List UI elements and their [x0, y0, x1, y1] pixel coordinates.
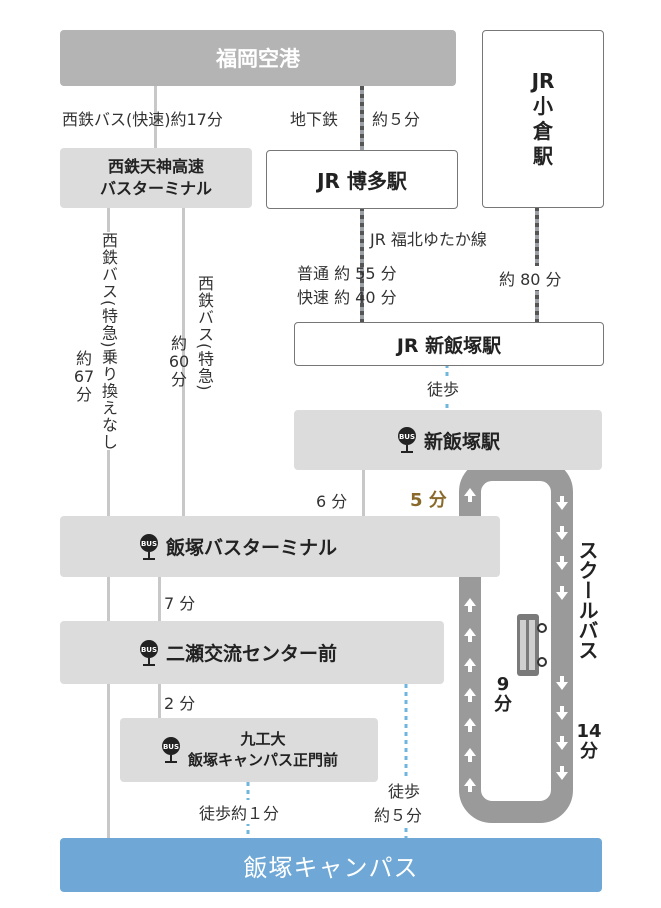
jr-shin-iizuka-box: JR 新飯塚駅 [294, 322, 604, 366]
jr-kokura-box: JR 小 倉 駅 [482, 30, 604, 208]
label-six-min: 6 分 [316, 492, 348, 511]
label-seven-min: 7 分 [164, 594, 196, 613]
label-school-bus-time: 14 分 [576, 721, 602, 762]
svg-text:BUS: BUS [141, 540, 157, 548]
arrow-icon [464, 688, 476, 702]
route-line-6min [362, 470, 365, 516]
label-jr-fukuhoku: JR 福北ゆたか線 [370, 230, 487, 249]
label-two-min: 2 分 [164, 694, 196, 713]
shin-iizuka-bus-label: 新飯塚駅 [423, 430, 500, 453]
jr-hakata-box: JR 博多駅 [266, 150, 458, 209]
arrow-icon [556, 556, 568, 570]
bus-stop-icon: BUS [140, 533, 158, 560]
arrow-icon [556, 676, 568, 690]
label-walk: 徒歩 [427, 376, 460, 400]
shin-iizuka-bus-box: BUS 新飯塚駅 [294, 410, 602, 470]
label-five-min: 5 分 [410, 490, 447, 511]
route-line-airport-tenjin [154, 86, 157, 148]
bus-stop-icon: BUS [161, 737, 180, 763]
fukuoka-airport-label: 福岡空港 [216, 47, 300, 71]
arrow-icon [556, 706, 568, 720]
arrows-down [556, 496, 568, 780]
arrow-icon [556, 766, 568, 780]
arrow-icon [464, 628, 476, 642]
arrow-icon [464, 718, 476, 732]
iizuka-campus-box: 飯塚キャンパス [60, 838, 602, 892]
label-walk-1min: 徒歩約１分 [197, 800, 282, 824]
iizuka-bus-terminal-label: 飯塚バスターミナル [166, 537, 338, 559]
iizuka-campus-label: 飯塚キャンパス [243, 853, 419, 882]
arrow-icon [464, 748, 476, 762]
school-bus-icon [517, 614, 547, 676]
label-subway: 地下鉄 [290, 110, 339, 129]
nishitetsu-tenjin-label: 西鉄天神高速 バスターミナル [99, 157, 212, 198]
arrow-icon [556, 736, 568, 750]
arrow-icon [464, 658, 476, 672]
route-line-express [182, 208, 185, 516]
label-nine-min: 9 分 [494, 674, 512, 715]
label-ltd-express-direct: 西鉄バス(特急)乗り換えなし [98, 232, 118, 451]
arrows-up [464, 488, 476, 792]
iizuka-bus-terminal-box: BUS 飯塚バスターミナル [60, 516, 500, 577]
label-ltd-express: 西鉄バス(特急) [195, 275, 214, 392]
arrow-icon [556, 496, 568, 510]
arrow-icon [556, 526, 568, 540]
kyutech-gate-label: 九工大 飯塚キャンパス正門前 [187, 730, 338, 769]
label-kokura-time: 約 80 分 [497, 266, 564, 290]
futase-center-box: BUS 二瀬交流センター前 [60, 621, 444, 684]
arrow-icon [464, 488, 476, 502]
label-rapid-time: 快速 約 40 分 [297, 288, 397, 307]
label-walk-5min-b: 約５分 [374, 802, 423, 826]
label-nishitetsu-rapid: 西鉄バス(快速)約17分 [62, 110, 223, 129]
label-ltd-express-time: 約 60 分 [168, 334, 190, 389]
jr-kokura-label: JR 小 倉 駅 [531, 69, 555, 168]
svg-text:BUS: BUS [141, 646, 157, 654]
svg-text:BUS: BUS [399, 433, 415, 441]
label-ltd-express-direct-time: 約 67 分 [73, 349, 95, 404]
label-school-bus: スクールバス [575, 540, 599, 660]
route-line-terminal-futase [158, 577, 161, 621]
arrow-icon [464, 778, 476, 792]
futase-center-label: 二瀬交流センター前 [166, 643, 338, 665]
arrow-icon [556, 586, 568, 600]
bus-stop-icon: BUS [140, 639, 158, 666]
label-local-time: 普通 約 55 分 [297, 264, 397, 283]
bus-stop-icon: BUS [397, 427, 416, 453]
fukuoka-airport-box: 福岡空港 [60, 30, 456, 86]
jr-shin-iizuka-label: JR 新飯塚駅 [396, 334, 502, 357]
kyutech-gate-box: BUS 九工大 飯塚キャンパス正門前 [120, 718, 378, 782]
svg-text:BUS: BUS [163, 743, 179, 751]
nishitetsu-tenjin-box: 西鉄天神高速 バスターミナル [60, 148, 252, 208]
jr-hakata-label: JR 博多駅 [317, 169, 407, 193]
arrow-icon [464, 598, 476, 612]
route-line-futase-kyutech [158, 684, 161, 718]
label-walk-5min-a: 徒歩 [388, 778, 421, 802]
label-subway-time: 約５分 [372, 110, 421, 129]
